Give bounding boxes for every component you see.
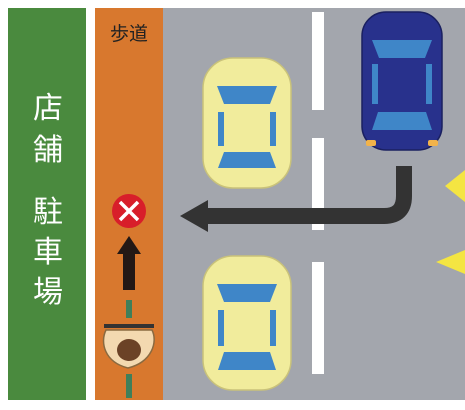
store-parking-char: 場 [33, 275, 63, 310]
store-parking-label: 店 舗 駐 車 場 [33, 91, 63, 310]
store-parking-char: 駐 [33, 195, 63, 230]
bicycle-rider-icon [102, 300, 155, 398]
lane-markings [312, 12, 324, 374]
moving-car [361, 11, 443, 151]
lane-dash [312, 138, 324, 230]
store-parking-char: 舗 [33, 133, 63, 168]
parked-car [202, 255, 292, 391]
lane-dash [312, 262, 324, 374]
hazard-shape [436, 250, 465, 274]
parked-car [202, 57, 292, 189]
hazard-shape [445, 170, 465, 202]
sidewalk-label: 歩道 [110, 23, 148, 45]
store-parking-area [8, 8, 86, 400]
left-turn-arrow-icon [180, 166, 412, 232]
store-parking-char: 車 [33, 235, 63, 270]
lane-dash [312, 12, 324, 110]
up-arrow-icon [117, 236, 141, 290]
store-parking-char: 店 [33, 91, 63, 126]
stop-cross-icon [112, 194, 146, 228]
